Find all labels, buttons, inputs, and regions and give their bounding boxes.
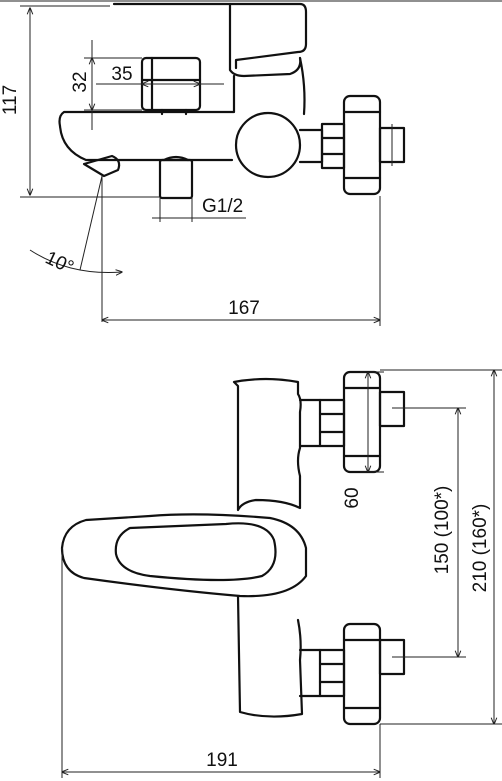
side-wall-flange xyxy=(342,94,382,196)
dim-spout-angle: 10° xyxy=(42,247,77,278)
side-body xyxy=(58,74,236,162)
side-view: 117 32 35 G1/2 10° 167 xyxy=(0,2,406,326)
dim-depth-167: 167 xyxy=(228,298,260,319)
side-spout-outlet xyxy=(82,154,121,178)
dim-width-191: 191 xyxy=(206,750,238,771)
dim-spacing-210: 210 (160*) xyxy=(470,504,491,593)
dim-connection-g12: G1/2 xyxy=(202,196,243,217)
side-valve-body xyxy=(234,111,302,179)
dim-handle-32: 32 xyxy=(70,71,91,92)
front-bottom-connector xyxy=(298,622,406,726)
front-view: 60 150 (100*) 210 (160*) 191 xyxy=(60,370,502,778)
dim-height-117: 117 xyxy=(0,85,21,115)
dim-spacing-150: 150 (100*) xyxy=(432,486,453,575)
side-lever xyxy=(112,2,308,70)
side-bottom-outlet xyxy=(158,158,194,200)
side-nut xyxy=(320,122,346,170)
front-lever-grip xyxy=(114,522,277,582)
front-body xyxy=(232,377,302,512)
dim-valve-60: 60 xyxy=(342,487,363,508)
dim-handle-35: 35 xyxy=(111,64,132,85)
front-top-connector xyxy=(298,370,406,474)
